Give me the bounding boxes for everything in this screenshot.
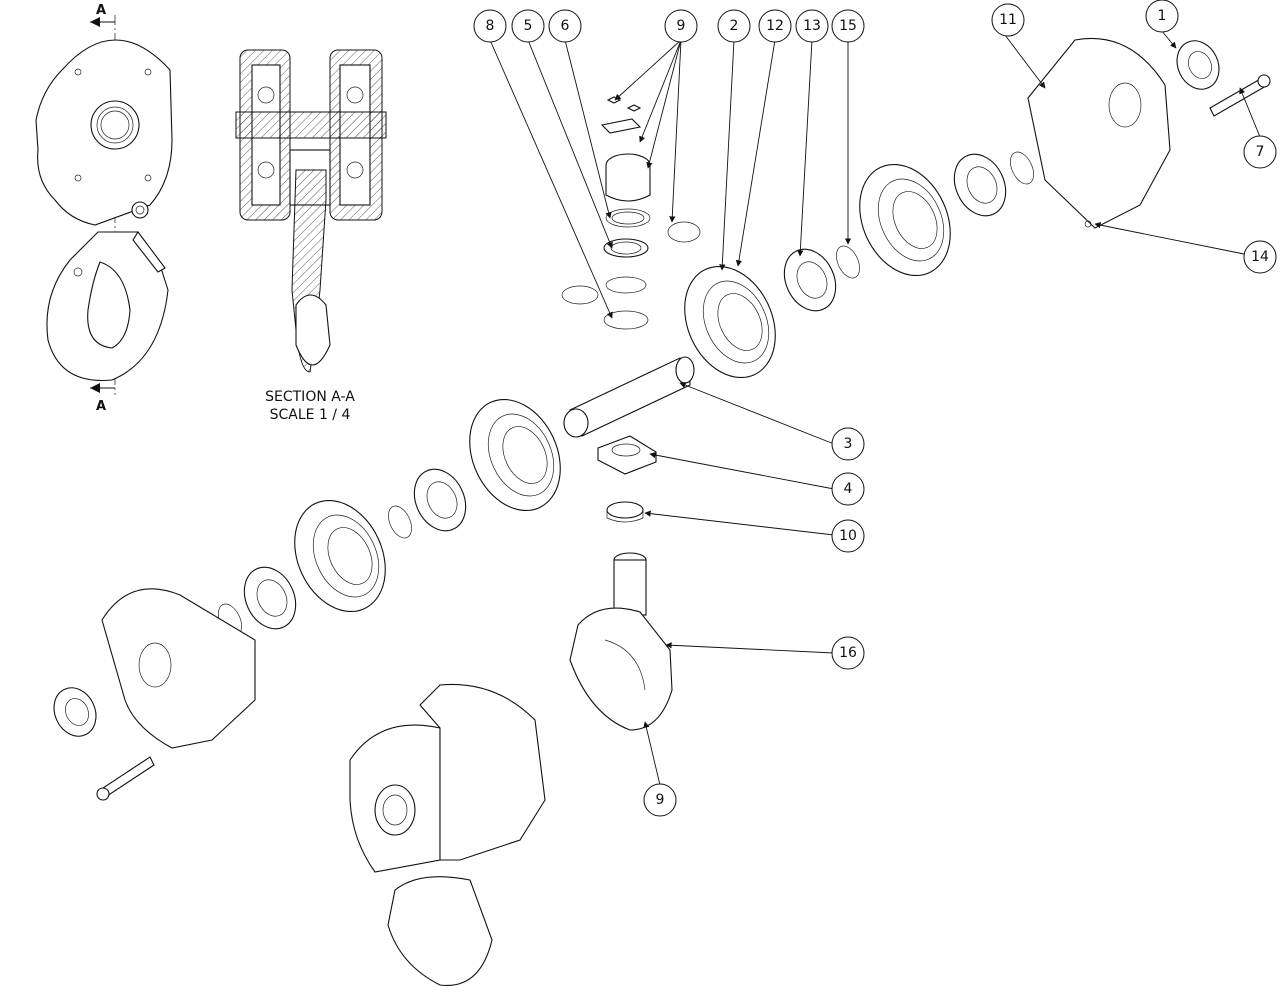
balloon-14: 14 xyxy=(1243,240,1277,274)
svg-text:2: 2 xyxy=(730,18,739,34)
section-view: SECTION A-A SCALE 1 / 4 xyxy=(235,49,387,423)
svg-text:12: 12 xyxy=(766,18,784,34)
balloon-12: 12 xyxy=(758,9,792,43)
balloon-16: 16 xyxy=(831,636,865,670)
balloon-3: 3 xyxy=(831,427,865,461)
svg-text:13: 13 xyxy=(803,18,821,34)
section-marker-bottom: A xyxy=(90,383,115,414)
svg-text:9: 9 xyxy=(677,18,686,34)
hook-middle xyxy=(569,552,673,731)
balloon-2: 2 xyxy=(717,9,751,43)
balloon-6: 6 xyxy=(548,9,582,43)
svg-text:10: 10 xyxy=(839,528,857,544)
leader-lines xyxy=(489,29,1261,786)
balloon-15: 15 xyxy=(831,9,865,43)
svg-text:1: 1 xyxy=(1158,8,1167,24)
svg-text:11: 11 xyxy=(999,12,1017,28)
balloon-9-bottom: 9 xyxy=(643,783,677,817)
balloon-10: 10 xyxy=(831,519,865,553)
balloon-13: 13 xyxy=(795,9,829,43)
shaft xyxy=(563,356,695,438)
section-scale: SCALE 1 / 4 xyxy=(270,407,351,423)
svg-text:A: A xyxy=(96,399,106,414)
housing-right xyxy=(1027,37,1271,229)
assembled-block xyxy=(349,683,546,986)
svg-text:7: 7 xyxy=(1256,144,1265,160)
svg-text:14: 14 xyxy=(1251,249,1269,265)
section-title: SECTION A-A xyxy=(265,389,355,405)
housing-left xyxy=(53,588,256,801)
nut-sleeve xyxy=(597,435,657,523)
balloon-9-top: 9 xyxy=(664,9,698,43)
svg-text:15: 15 xyxy=(839,18,857,34)
balloon-11: 11 xyxy=(991,3,1025,37)
section-marker-top: A xyxy=(90,3,115,27)
svg-text:5: 5 xyxy=(524,18,533,34)
svg-text:8: 8 xyxy=(486,18,495,34)
svg-text:9: 9 xyxy=(656,792,665,808)
balloon-5: 5 xyxy=(511,9,545,43)
balloon-4: 4 xyxy=(831,472,865,506)
svg-text:3: 3 xyxy=(844,436,853,452)
retainer-stack xyxy=(561,96,701,330)
sheave-bore xyxy=(90,100,140,150)
balloon-8: 8 xyxy=(473,9,507,43)
svg-text:4: 4 xyxy=(844,481,853,497)
svg-text:A: A xyxy=(96,3,106,18)
sheave-chain xyxy=(218,151,1034,637)
svg-text:6: 6 xyxy=(561,18,570,34)
balloon-1: 1 xyxy=(1145,0,1179,33)
front-view: A A xyxy=(35,3,173,414)
svg-text:16: 16 xyxy=(839,645,857,661)
balloon-7: 7 xyxy=(1243,135,1277,169)
